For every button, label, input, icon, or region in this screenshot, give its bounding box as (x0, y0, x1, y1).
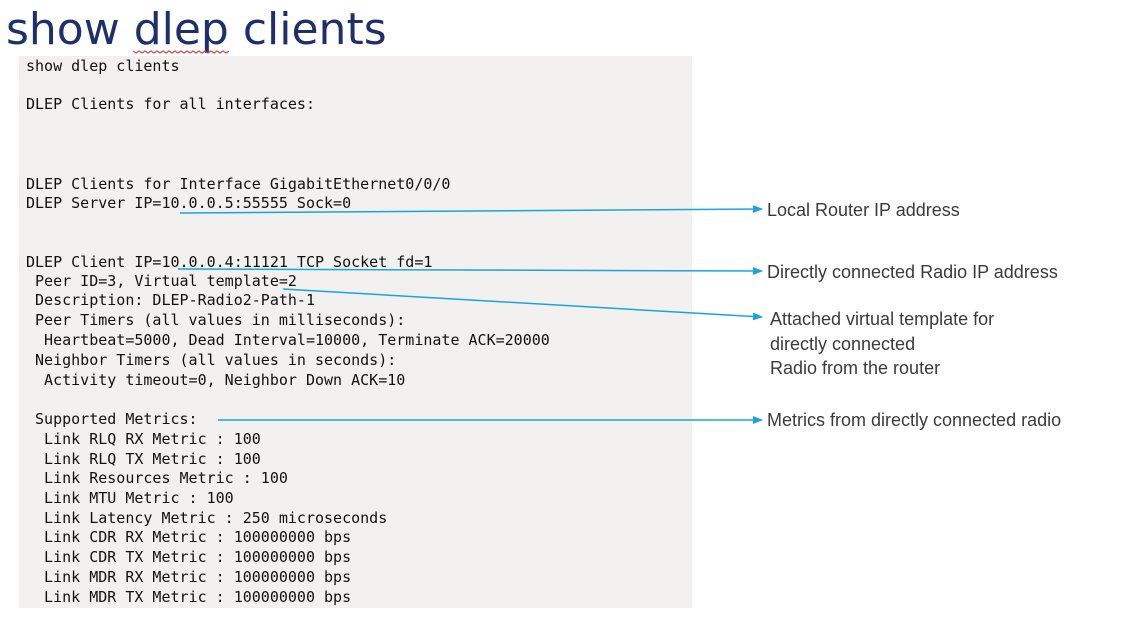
annotation-metrics: Metrics from directly connected radio (767, 410, 1062, 430)
annotation-local-router: Local Router IP address (767, 200, 960, 220)
cli-line-peer-id: Peer ID=3, Virtual template=2 (26, 272, 297, 290)
cli-line: Link CDR TX Metric : 100000000 bps (26, 548, 352, 566)
cli-line: DLEP Clients for Interface GigabitEthern… (26, 175, 451, 193)
cli-line: Link RLQ RX Metric : 100 (26, 430, 261, 448)
cli-line-client-ip: DLEP Client IP=10.0.0.4:11121 TCP Socket… (26, 253, 433, 271)
cli-line: Link Latency Metric : 250 microseconds (26, 509, 388, 527)
cli-line: Peer Timers (all values in milliseconds)… (26, 311, 406, 329)
cli-line: Neighbor Timers (all values in seconds): (26, 351, 397, 369)
cli-line: Link CDR RX Metric : 100000000 bps (26, 528, 352, 546)
annotation-virtual-template-line1: Attached virtual template for (770, 309, 995, 329)
cli-line: Link RLQ TX Metric : 100 (26, 450, 261, 468)
cli-line-server-ip: DLEP Server IP=10.0.0.5:55555 Sock=0 (26, 194, 352, 212)
cli-line: Link MDR RX Metric : 100000000 bps (26, 568, 352, 586)
cli-command: show dlep clients (26, 57, 180, 75)
annotation-virtual-template-line3: Radio from the router (770, 358, 941, 378)
cli-line: DLEP Clients for all interfaces: (26, 95, 315, 113)
annotation-virtual-template-line2: directly connected (770, 334, 916, 354)
cli-line: Link MDR TX Metric : 100000000 bps (26, 588, 352, 606)
cli-line: Activity timeout=0, Neighbor Down ACK=10 (26, 371, 406, 389)
cli-line: Link Resources Metric : 100 (26, 469, 288, 487)
cli-line: Link MTU Metric : 100 (26, 489, 234, 507)
cli-line: Heartbeat=5000, Dead Interval=10000, Ter… (26, 331, 550, 349)
cli-line-supported-metrics: Supported Metrics: (26, 410, 198, 428)
cli-output-panel (19, 56, 692, 608)
annotation-radio-ip: Directly connected Radio IP address (767, 262, 1058, 282)
slide-title: show dlep clients (6, 4, 387, 55)
cli-line: Description: DLEP-Radio2-Path-1 (26, 291, 315, 309)
spellcheck-underline (133, 50, 229, 54)
